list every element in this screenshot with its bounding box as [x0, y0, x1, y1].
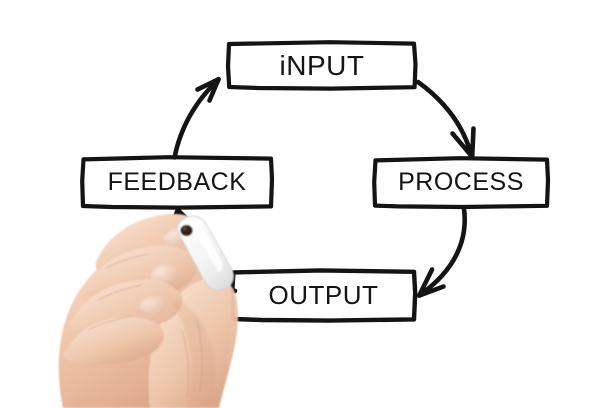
diagram-arrow-input-to-process[interactable] [405, 75, 485, 165]
hand-pinky-finger [63, 317, 164, 365]
arrow-feedback-to-input [172, 76, 221, 160]
feedback-box-outline [80, 155, 275, 210]
middle-nail [150, 263, 178, 285]
arrow-process-to-output [416, 206, 467, 298]
hand-ring-finger [70, 279, 183, 335]
diagram-node-output[interactable] [232, 270, 415, 320]
whiteboard-marker [165, 212, 220, 282]
diagram-node-input[interactable] [228, 42, 416, 89]
hand-shading [172, 300, 216, 408]
process-box-outline [372, 156, 551, 210]
input-box-outline [225, 40, 418, 91]
arrow-input-to-process [415, 79, 476, 160]
diagram-arrow-process-to-output[interactable] [400, 200, 480, 300]
ring-nail [139, 295, 165, 315]
marker-body [177, 215, 234, 291]
hand-creases [87, 253, 203, 399]
hand-with-marker [58, 214, 239, 408]
marker-tip-highlight [182, 226, 187, 231]
diagram-arrow-feedback-to-input[interactable] [160, 70, 240, 165]
marker-highlight [190, 221, 223, 272]
diagram-boxes [80, 40, 551, 323]
